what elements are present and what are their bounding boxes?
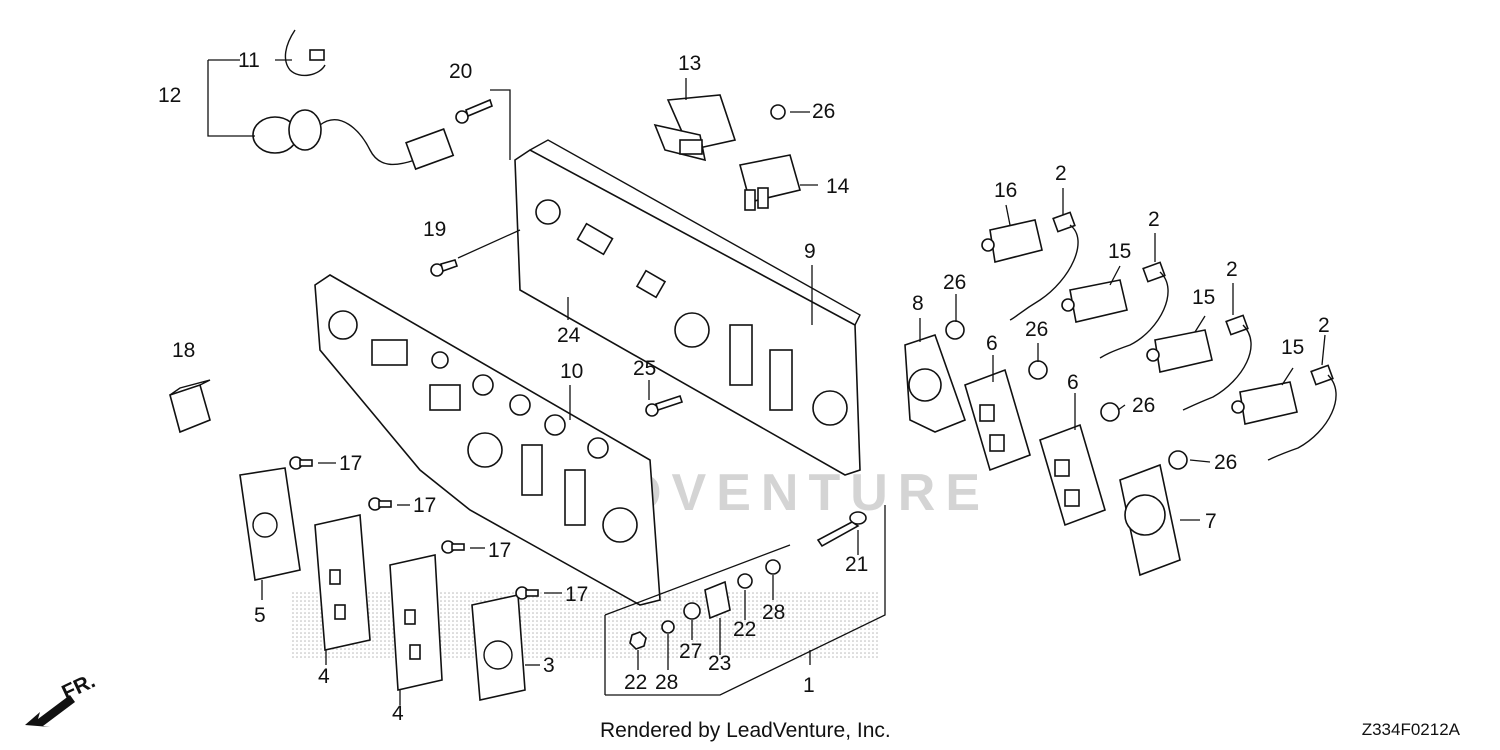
part-3-receptacle-cover[interactable] — [471, 594, 526, 701]
callout-16[interactable]: 16 — [994, 179, 1017, 202]
part-15c-breaker[interactable] — [1231, 381, 1298, 425]
callout-13[interactable]: 13 — [678, 52, 701, 75]
callout-17a[interactable]: 17 — [339, 452, 362, 475]
part-1-assembly-bracket — [604, 505, 886, 696]
part-26-grommets[interactable] — [770, 104, 1188, 470]
callout-23[interactable]: 23 — [708, 652, 731, 675]
part-9-front-panel[interactable] — [514, 139, 861, 476]
callout-1[interactable]: 1 — [803, 674, 815, 697]
part-4b-receptacle-cover[interactable] — [389, 554, 443, 691]
callout-17d[interactable]: 17 — [565, 583, 588, 606]
callout-27[interactable]: 27 — [679, 640, 702, 663]
callout-26c[interactable]: 26 — [1025, 318, 1048, 341]
callout-22a[interactable]: 22 — [624, 671, 647, 694]
callout-22b[interactable]: 22 — [733, 618, 756, 641]
callout-26b[interactable]: 26 — [943, 271, 966, 294]
callout-24[interactable]: 24 — [557, 324, 581, 347]
callout-17c[interactable]: 17 — [488, 539, 511, 562]
part-23-bracket[interactable] — [704, 580, 731, 620]
callout-2a[interactable]: 2 — [1055, 162, 1067, 185]
callout-4b[interactable]: 4 — [392, 702, 404, 725]
callout-2b[interactable]: 2 — [1148, 208, 1160, 231]
part-19-bolt[interactable] — [430, 259, 459, 277]
part-7-twist-lock-receptacle[interactable] — [1119, 463, 1181, 577]
callout-7[interactable]: 7 — [1205, 510, 1217, 533]
callout-17b[interactable]: 17 — [413, 494, 436, 517]
callout-8[interactable]: 8 — [912, 292, 924, 315]
callout-20[interactable]: 20 — [449, 60, 472, 83]
callout-15a[interactable]: 15 — [1108, 240, 1131, 263]
callout-2c[interactable]: 2 — [1226, 258, 1238, 281]
part-11-cable-clamp[interactable] — [284, 29, 326, 77]
part-16-breaker[interactable] — [981, 219, 1043, 263]
callout-6a[interactable]: 6 — [986, 332, 998, 355]
callout-21[interactable]: 21 — [845, 553, 868, 576]
part-2-wire-harnesses[interactable] — [1009, 211, 1337, 461]
callout-10[interactable]: 10 — [560, 360, 583, 383]
part-6a-duplex-receptacle[interactable] — [964, 368, 1031, 472]
part-12-control-knob[interactable] — [252, 109, 455, 171]
callout-4a[interactable]: 4 — [318, 665, 330, 688]
part-21-bolt[interactable] — [816, 511, 867, 548]
callout-18[interactable]: 18 — [172, 339, 195, 362]
callout-6b[interactable]: 6 — [1067, 371, 1079, 394]
part-5-receptacle-cover[interactable] — [239, 467, 301, 581]
part-27-washer[interactable] — [683, 602, 701, 620]
part-8-receptacle[interactable] — [904, 333, 967, 433]
part-28-washers[interactable] — [661, 559, 781, 634]
part-4a-receptacle-cover[interactable] — [314, 514, 371, 651]
part-14-circuit-breaker[interactable] — [739, 154, 801, 211]
credit-text: Rendered by LeadVenture, Inc. — [600, 719, 891, 742]
part-18-connector[interactable] — [169, 379, 211, 434]
part-20-bolt[interactable] — [455, 98, 493, 124]
callout-28a[interactable]: 28 — [655, 671, 678, 694]
part-6b-duplex-receptacle[interactable] — [1039, 423, 1106, 527]
callout-26e[interactable]: 26 — [1214, 451, 1237, 474]
part-25-screw[interactable] — [645, 394, 684, 417]
callout-15b[interactable]: 15 — [1192, 286, 1215, 309]
callout-15c[interactable]: 15 — [1281, 336, 1304, 359]
callout-9[interactable]: 9 — [804, 240, 816, 263]
callout-11[interactable]: 11 — [238, 49, 260, 72]
part-17-screws[interactable] — [289, 456, 539, 600]
leader-lines — [207, 59, 1326, 705]
callout-3[interactable]: 3 — [543, 654, 555, 677]
callout-26d[interactable]: 26 — [1132, 394, 1155, 417]
callout-25[interactable]: 25 — [633, 357, 656, 380]
callout-28b[interactable]: 28 — [762, 601, 785, 624]
callout-12[interactable]: 12 — [158, 84, 181, 107]
callout-2d[interactable]: 2 — [1318, 314, 1330, 337]
part-15b-breaker[interactable] — [1146, 329, 1213, 373]
part-10-rear-panel[interactable] — [314, 274, 661, 606]
front-direction-arrow-icon — [25, 695, 75, 727]
diagram-code: Z334F0212A — [1361, 720, 1460, 739]
part-13-switch[interactable] — [653, 94, 737, 162]
part-15a-breaker[interactable] — [1061, 279, 1128, 323]
callout-19[interactable]: 19 — [423, 218, 446, 241]
part-22-nuts[interactable] — [629, 573, 753, 650]
callout-14[interactable]: 14 — [826, 175, 850, 198]
callout-26a[interactable]: 26 — [812, 100, 835, 123]
callout-5[interactable]: 5 — [254, 604, 266, 627]
